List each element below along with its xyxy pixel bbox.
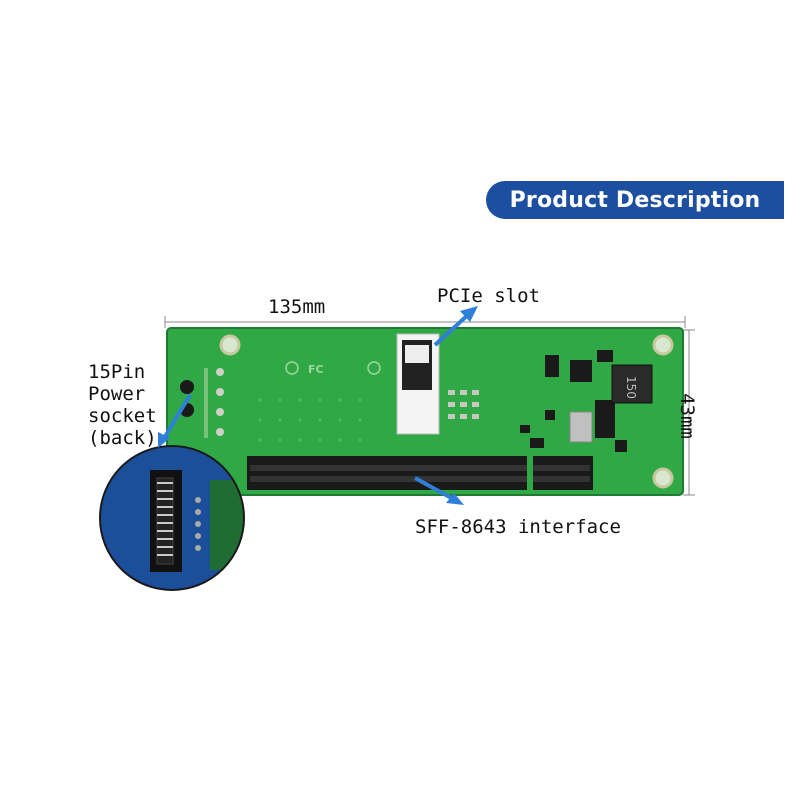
banner-title: Product Description [509,187,761,213]
inductor-marking: 150 [624,376,638,399]
pcie-slot-label: PCIe slot [437,285,540,307]
power-arrow [161,393,192,442]
regulator-tab [569,411,593,443]
height-dimension-label: 43mm [675,393,698,439]
power-label-line: 15Pin [88,361,146,383]
sff-8643-connector [396,333,440,435]
smd-pads [448,390,479,419]
mounting-hole [652,467,674,489]
sff-8643-label: SFF-8643 interface [415,516,621,538]
svg-text:FC: FC [308,363,324,376]
height-dimension-line [683,329,695,496]
mounting-hole [652,334,674,356]
pcie-arrow [433,311,472,347]
power-label-line: socket [88,405,157,427]
power-label-line: Power [88,383,146,405]
power-socket-label: 15Pin Power socket (back) [88,361,157,449]
sff-arrow [414,476,456,502]
inductor: 150 [611,364,653,404]
electronic-components [520,350,627,452]
power-pin [180,380,194,394]
pcb-board: FC [166,327,684,496]
width-dimension-line [164,316,686,328]
via-grid [258,398,362,442]
product-description-banner: Product Description [486,181,784,219]
callout-arrows [158,306,478,505]
mounting-hole [219,334,241,356]
pcie-slot-connector [247,456,593,490]
power-label-line: (back) [88,427,157,449]
power-socket-inset [99,445,245,591]
width-dimension-label: 135mm [268,296,326,318]
pin-column [204,368,224,438]
certification-logos: FC [285,361,381,376]
